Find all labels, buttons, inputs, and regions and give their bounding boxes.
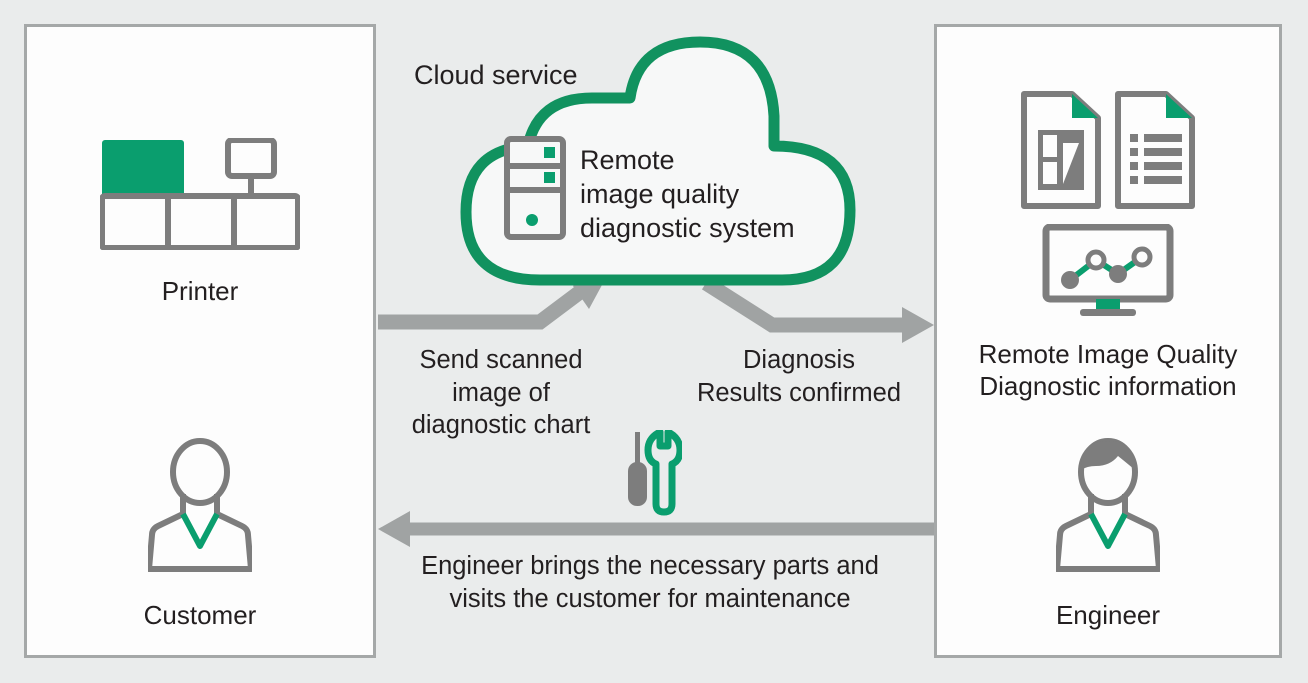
customer-person-icon [148, 438, 252, 572]
engineer-label: Engineer [1055, 600, 1161, 630]
diagnosis-results-label: Diagnosis Results confirmed [696, 346, 902, 407]
screwdriver-wrench-icon [628, 430, 682, 516]
engineer-visit-label: Engineer brings the necessary parts and … [421, 552, 879, 613]
cloud-service-label: Cloud service [414, 60, 578, 90]
monitor-chart-icon [1042, 224, 1174, 316]
printer-label: Printer [161, 276, 239, 306]
documents-icon [1021, 91, 1195, 209]
arrow-engineer-to-customer [378, 511, 934, 547]
customer-label: Customer [143, 600, 257, 630]
arrow-cloud-to-engineer [701, 276, 934, 343]
printer-icon [100, 138, 300, 250]
engineer-person-icon [1056, 438, 1160, 572]
send-scanned-image-label: Send scanned image of diagnostic chart [411, 346, 591, 440]
remote-image-quality-label: Remote Image Quality Diagnostic informat… [978, 339, 1238, 401]
server-tower-icon [504, 136, 566, 240]
cloud-system-name: Remote image quality diagnostic system [580, 145, 795, 244]
